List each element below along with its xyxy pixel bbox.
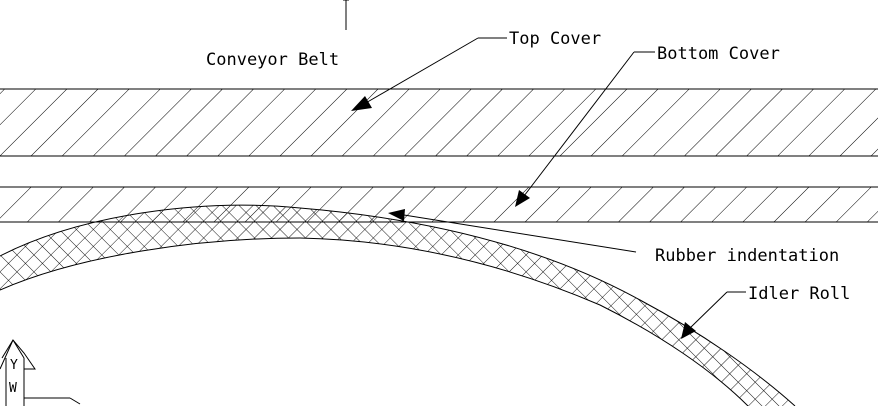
top-cover-band <box>0 88 878 157</box>
ucs-icon: Y W <box>0 339 81 406</box>
top-cover-leader <box>351 37 507 111</box>
ucs-y-label: Y <box>10 358 18 373</box>
top-cover-label: Top Cover <box>509 29 601 49</box>
rubber-indentation-label: Rubber indentation <box>655 246 839 266</box>
idler-roll-shell <box>0 204 796 406</box>
conveyor-belt-label: Conveyor Belt <box>206 50 339 70</box>
top-marker <box>343 0 349 30</box>
idler-roll-label: Idler Roll <box>748 284 850 304</box>
idler-roll-leader <box>681 291 746 339</box>
bottom-cover-label: Bottom Cover <box>657 44 780 64</box>
bottom-cover-leader <box>515 51 655 207</box>
rubber-indentation-leader <box>388 209 637 253</box>
ucs-w-label: W <box>9 381 17 396</box>
